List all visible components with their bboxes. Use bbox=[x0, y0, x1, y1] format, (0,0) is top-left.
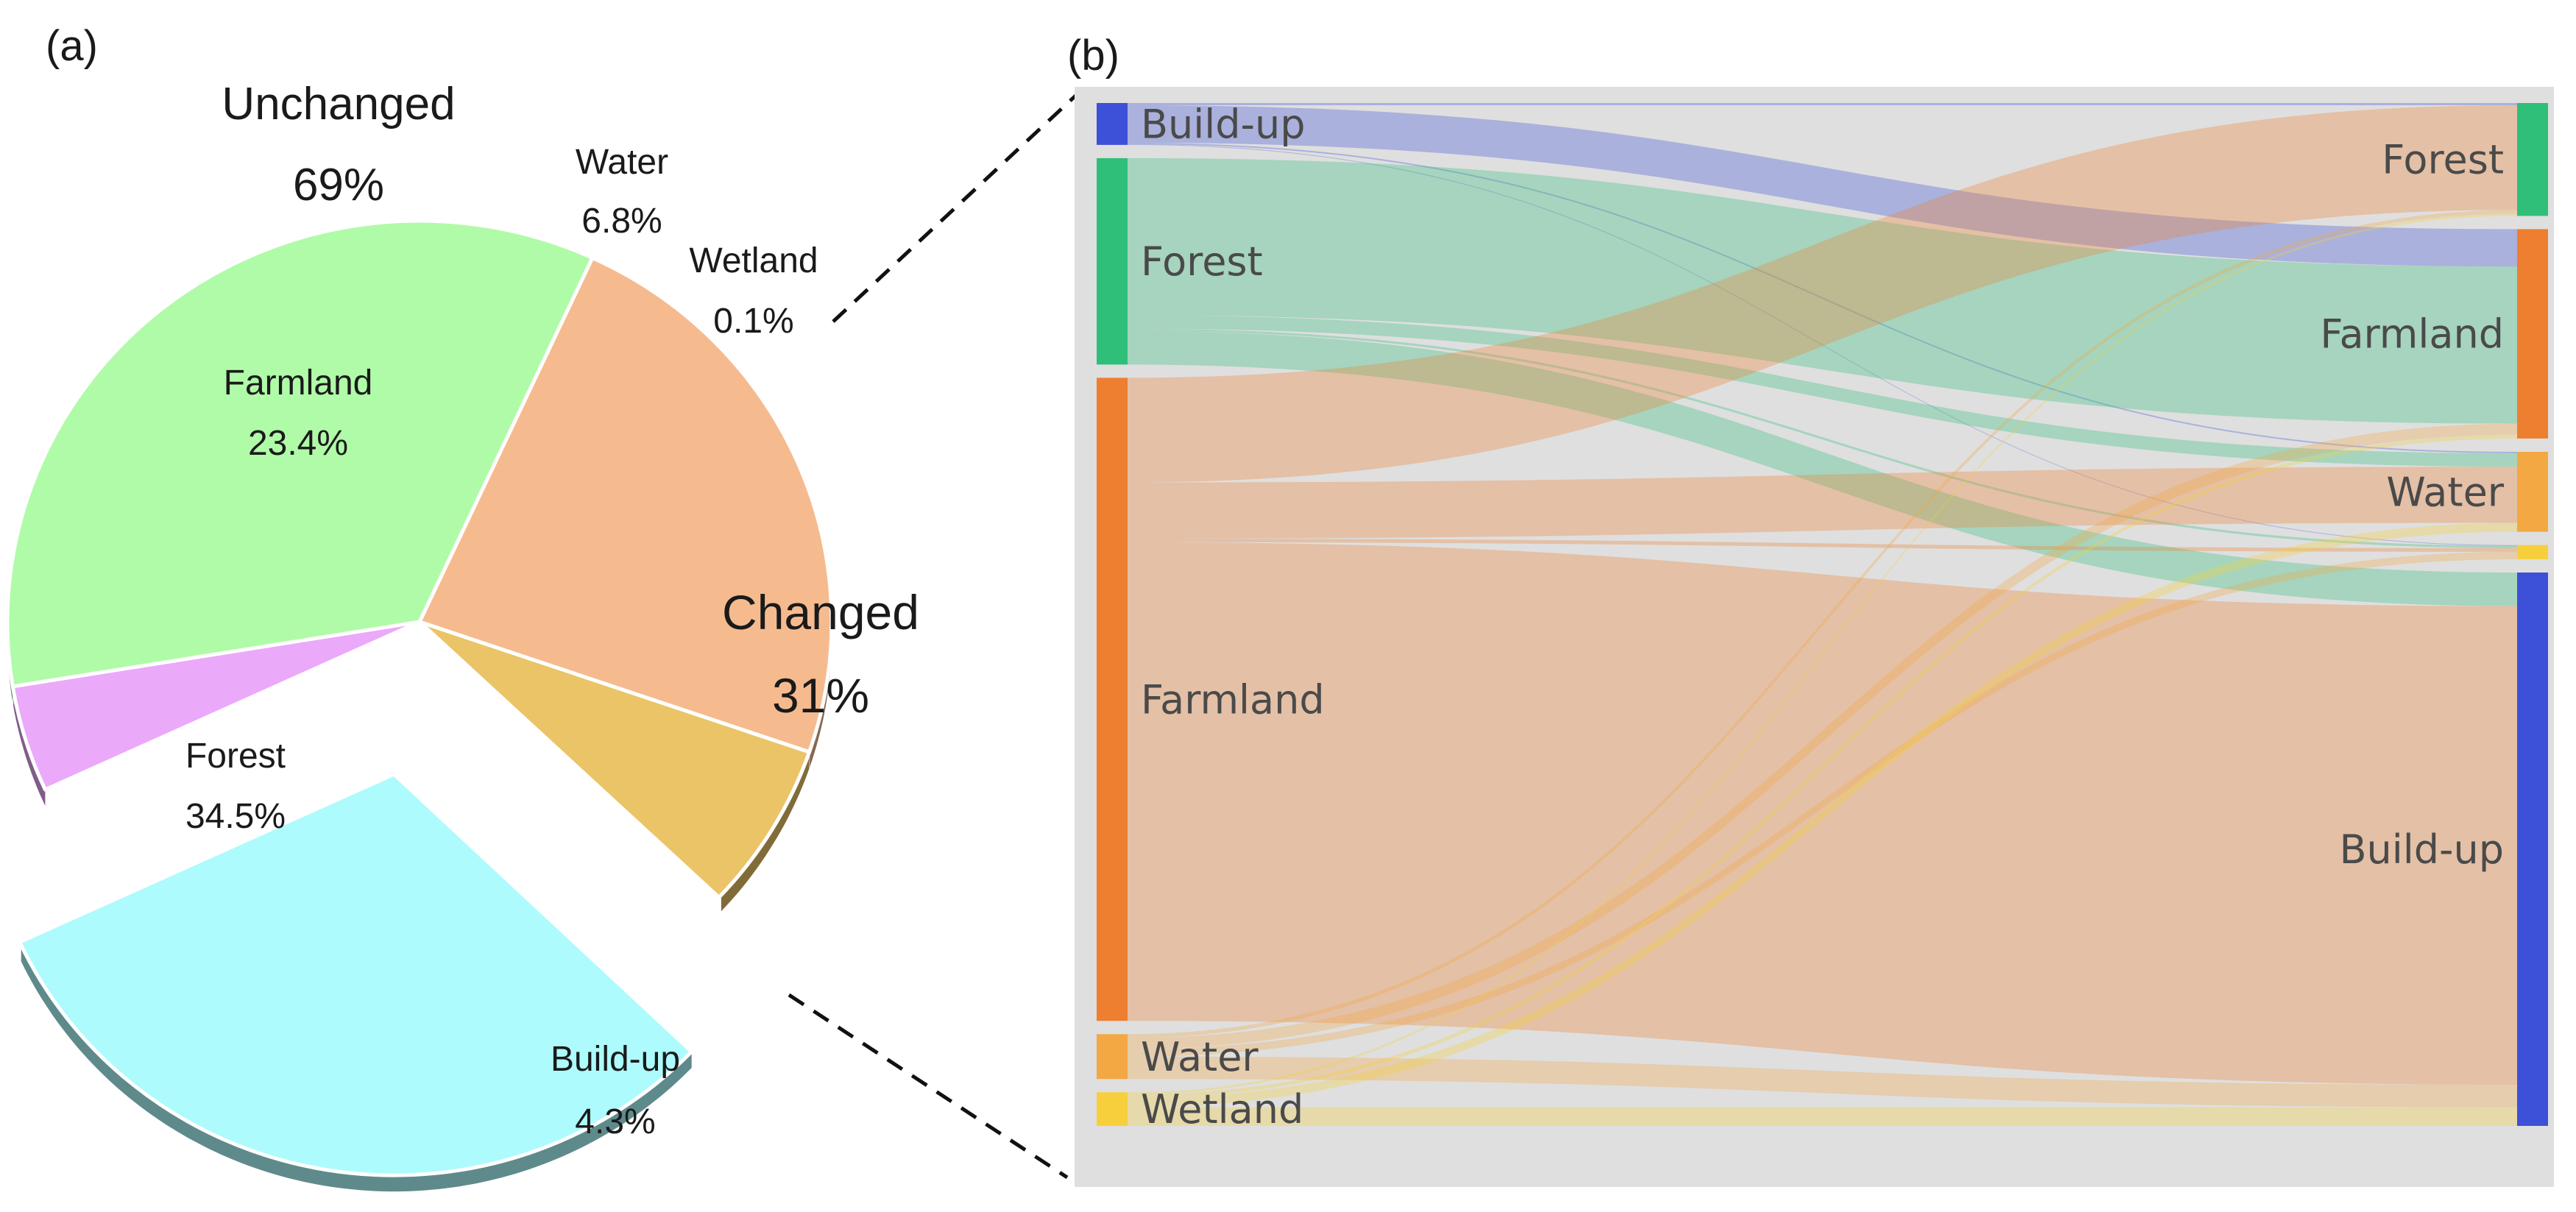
farmland-slice-value: 23.4% bbox=[248, 424, 348, 463]
flow-farmland-to-forest bbox=[1128, 105, 2517, 483]
flow-forest-to-farmland bbox=[1128, 157, 2517, 424]
source-node-label-build-up: Build-up bbox=[1141, 102, 1306, 148]
build-up-slice-side bbox=[13, 690, 46, 807]
forest-slice-name: Forest bbox=[185, 737, 286, 776]
forest-slice-value: 34.5% bbox=[185, 797, 286, 836]
target-node-wetland bbox=[2517, 545, 2548, 559]
flow-build-up-to-wetland bbox=[1128, 143, 2517, 546]
source-node-label-wetland: Wetland bbox=[1141, 1086, 1303, 1133]
pie-chart bbox=[5, 219, 834, 1192]
flow-farmland-to-water bbox=[1128, 467, 2517, 539]
target-node-forest bbox=[2517, 103, 2548, 216]
unchanged-group-value: 69% bbox=[293, 160, 384, 210]
flow-forest-to-water bbox=[1128, 315, 2517, 467]
sankey-background bbox=[1075, 87, 2554, 1187]
flow-wetland-to-build-up bbox=[1128, 1107, 2517, 1126]
source-node-wetland bbox=[1097, 1092, 1128, 1126]
flow-build-up-to-farmland bbox=[1128, 105, 2517, 267]
source-node-farmland bbox=[1097, 378, 1128, 1021]
source-node-build-up bbox=[1097, 103, 1128, 145]
forest-slice bbox=[5, 219, 595, 689]
target-node-label-forest: Forest bbox=[2382, 137, 2504, 183]
unchanged-group-label: Unchanged bbox=[222, 79, 455, 130]
source-node-label-forest: Forest bbox=[1141, 238, 1263, 285]
water-slice-name: Water bbox=[576, 143, 668, 182]
sankey-diagram: Build-upForestFarmlandWaterWetlandForest… bbox=[1097, 102, 2548, 1133]
panel-b-tag: (b) bbox=[1067, 32, 1119, 79]
wetland-slice-value: 0.1% bbox=[713, 302, 793, 341]
flow-water-to-wetland bbox=[1128, 551, 2517, 1057]
target-node-label-water: Water bbox=[2386, 469, 2504, 515]
target-node-water bbox=[2517, 452, 2548, 532]
target-node-farmland bbox=[2517, 229, 2548, 439]
connector-line-top bbox=[832, 88, 1083, 323]
water-slice bbox=[417, 620, 812, 899]
panel-a-tag: (a) bbox=[46, 22, 98, 70]
flow-water-to-farmland bbox=[1128, 423, 2517, 1049]
flow-wetland-to-farmland bbox=[1128, 434, 2517, 1099]
flow-wetland-to-water bbox=[1128, 522, 2517, 1108]
source-node-forest bbox=[1097, 157, 1128, 365]
wetland-slice-name: Wetland bbox=[689, 241, 818, 280]
connector-line-bottom bbox=[788, 993, 1069, 1180]
target-node-build-up bbox=[2517, 573, 2548, 1126]
flow-forest-to-build-up bbox=[1128, 330, 2517, 606]
sankey-nodes: Build-upForestFarmlandWaterWetlandForest… bbox=[1097, 102, 2548, 1133]
target-node-label-farmland: Farmland bbox=[2320, 311, 2504, 358]
flow-forest-to-wetland bbox=[1128, 328, 2517, 548]
source-node-water bbox=[1097, 1034, 1128, 1080]
target-node-label-build-up: Build-up bbox=[2339, 826, 2504, 873]
changed-group-label: Changed bbox=[722, 585, 919, 639]
build-up-slice-value: 4.3% bbox=[575, 1102, 655, 1141]
source-node-label-farmland: Farmland bbox=[1141, 676, 1325, 723]
changed-slice bbox=[18, 772, 694, 1177]
changed-slice-side bbox=[21, 945, 692, 1192]
water-slice-value: 6.8% bbox=[581, 202, 662, 241]
sankey-links bbox=[1128, 103, 2517, 1126]
changed-group-value: 31% bbox=[772, 668, 869, 723]
flow-farmland-to-build-up bbox=[1128, 542, 2517, 1085]
farmland-slice-name: Farmland bbox=[224, 364, 373, 403]
flow-farmland-to-wetland bbox=[1128, 538, 2517, 552]
flow-water-to-forest bbox=[1128, 210, 2517, 1038]
flow-build-up-to-water bbox=[1128, 142, 2517, 453]
flow-build-up-to-forest bbox=[1128, 103, 2517, 105]
farmland-slice bbox=[417, 255, 834, 754]
flow-water-to-build-up bbox=[1128, 1056, 2517, 1108]
build-up-slice-name: Build-up bbox=[551, 1040, 680, 1079]
source-node-label-water: Water bbox=[1141, 1034, 1259, 1080]
flow-wetland-to-forest bbox=[1128, 213, 2517, 1095]
wetland-slice bbox=[417, 620, 721, 901]
